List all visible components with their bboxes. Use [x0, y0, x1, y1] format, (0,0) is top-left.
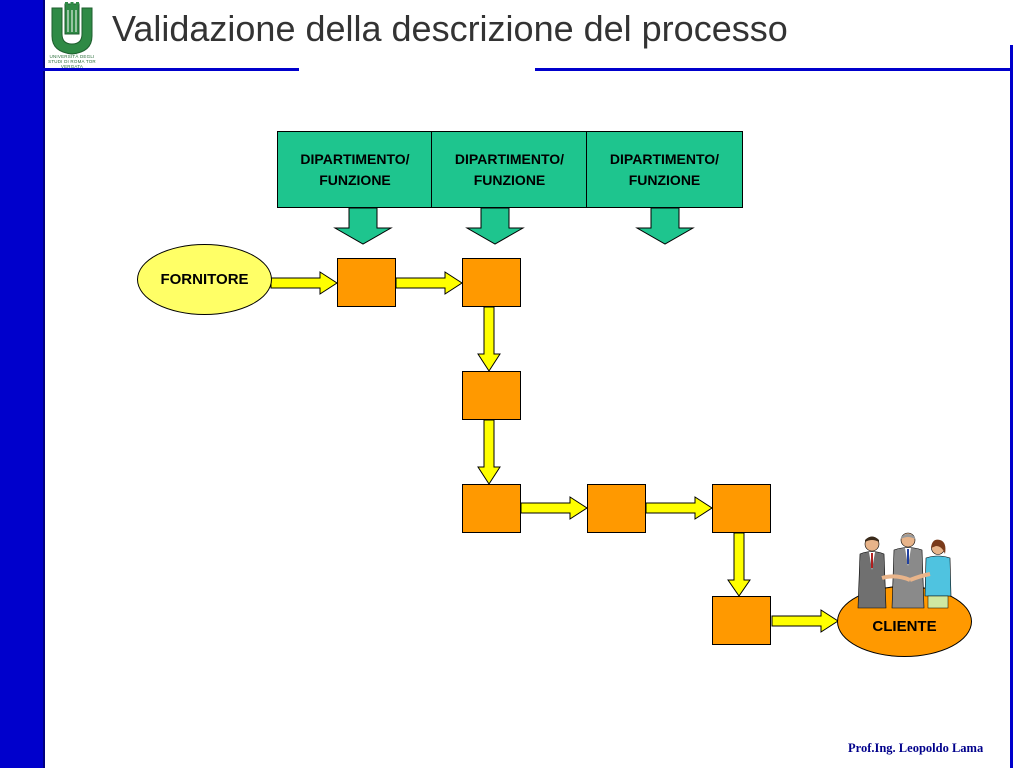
customer-label: CLIENTE	[872, 618, 937, 635]
department-box-1: DIPARTIMENTO/ FUNZIONE	[277, 131, 433, 208]
left-accent-bar	[0, 0, 43, 768]
flow-arrow-step1-to-step2	[395, 271, 463, 295]
process-step-1	[337, 258, 396, 307]
department-box-2: DIPARTIMENTO/ FUNZIONE	[431, 131, 588, 208]
university-logo	[51, 2, 93, 55]
flow-arrow-step6-to-step7	[727, 532, 751, 597]
logo-caption: UNIVERSITÀ DEGLI STUDI DI ROMA TOR VERGA…	[48, 54, 96, 69]
title-underline-left	[43, 68, 299, 71]
department-arrow-3	[635, 207, 695, 245]
department-arrow-2	[465, 207, 525, 245]
flow-arrow-step4-to-step5	[520, 496, 588, 520]
department-label-line2: FUNZIONE	[319, 171, 391, 188]
process-step-5	[587, 484, 646, 533]
process-step-6	[712, 484, 771, 533]
footer-author: Prof.Ing. Leopoldo Lama	[848, 741, 984, 755]
department-box-3: DIPARTIMENTO/ FUNZIONE	[586, 131, 743, 208]
flow-arrow-step3-to-step4	[477, 419, 501, 485]
process-step-2	[462, 258, 521, 307]
flow-arrow-step5-to-step6	[645, 496, 713, 520]
department-label-line2: FUNZIONE	[473, 171, 546, 188]
business-people-icon	[857, 532, 952, 609]
process-step-3	[462, 371, 521, 420]
department-label-line2: FUNZIONE	[628, 171, 701, 188]
slide-title: Validazione della descrizione del proces…	[112, 8, 788, 49]
department-label-line1: DIPARTIMENTO/	[454, 150, 565, 167]
title-underline-right	[535, 68, 1013, 71]
department-label-line1: DIPARTIMENTO/	[609, 150, 720, 167]
flow-arrow-step2-to-step3	[477, 306, 501, 372]
flow-arrow-step7-to-customer	[771, 609, 839, 633]
supplier-label: FORNITORE	[160, 271, 249, 288]
process-step-7	[712, 596, 771, 645]
left-accent-edge	[43, 0, 45, 768]
department-arrow-1	[333, 207, 393, 245]
flow-arrow-supplier-to-step1	[270, 271, 338, 295]
supplier-node: FORNITORE	[137, 244, 272, 315]
process-step-4	[462, 484, 521, 533]
right-border-line	[1010, 45, 1013, 768]
department-label-line1: DIPARTIMENTO/	[300, 150, 410, 167]
